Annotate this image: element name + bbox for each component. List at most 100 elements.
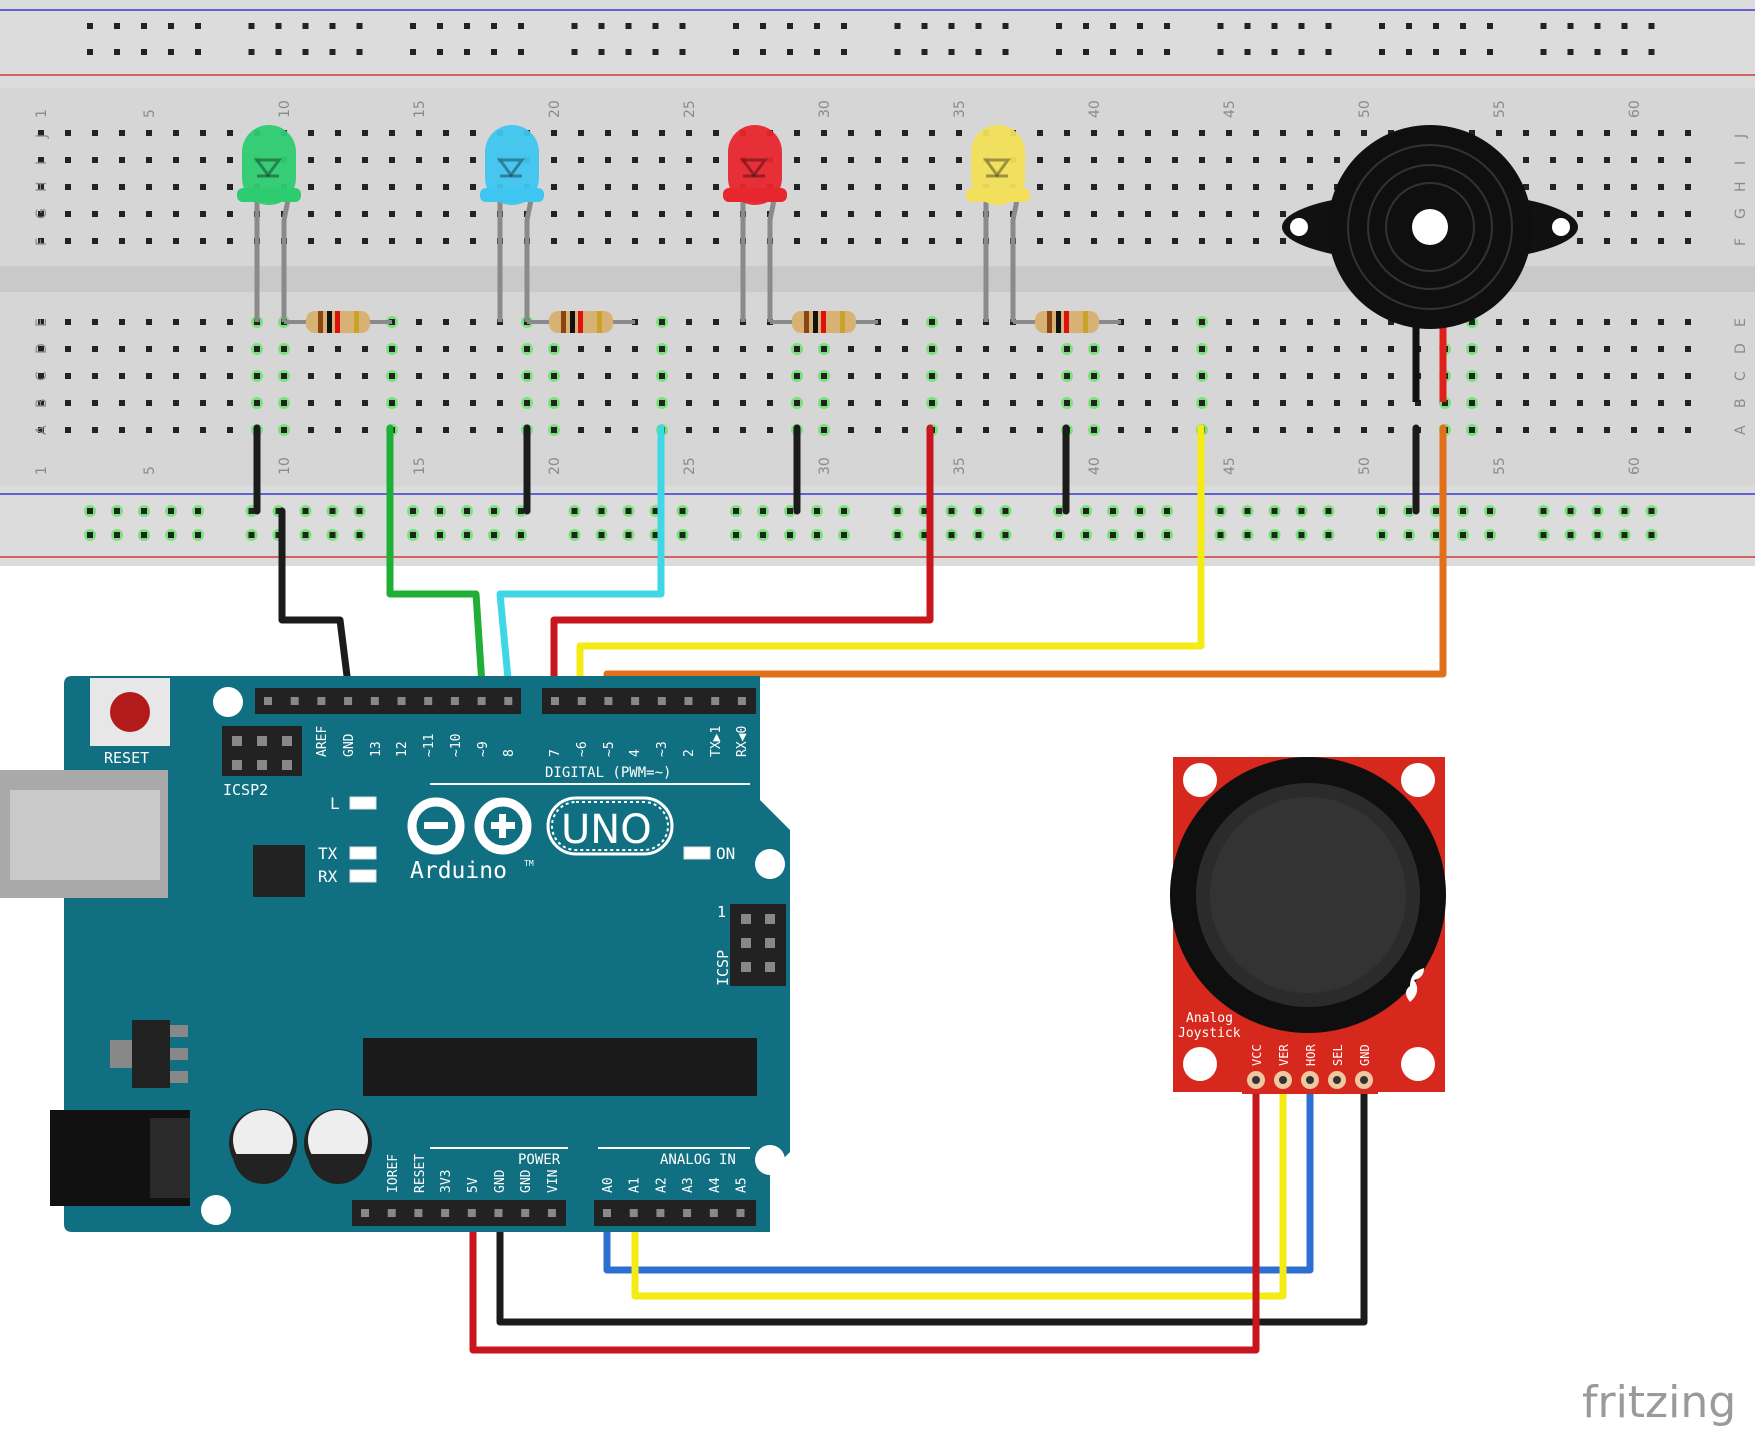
- column-number: 35: [952, 100, 968, 118]
- row-letter: C: [1733, 371, 1749, 381]
- column-number: 20: [547, 100, 563, 118]
- row-letter: D: [34, 343, 50, 354]
- column-number: 55: [1492, 457, 1508, 475]
- joystick-pin-label: HOR: [1304, 1044, 1318, 1066]
- arduino-logo: [407, 797, 532, 855]
- digital-pin-label: 2: [682, 749, 697, 757]
- uno-label: UNO: [561, 807, 652, 853]
- row-letter: F: [1733, 238, 1749, 246]
- analog-pin-label: A5: [735, 1177, 750, 1193]
- digital-pin-label: ~11: [422, 734, 437, 757]
- green-led: [237, 125, 301, 322]
- digital-pin-label: ~9: [476, 741, 491, 757]
- joystick-pin-label: VCC: [1250, 1044, 1264, 1066]
- joystick-pin-label: GND: [1358, 1044, 1372, 1066]
- icsp-label: ICSP: [714, 950, 732, 986]
- wire-green: [386, 424, 487, 704]
- usb-chip: [253, 845, 305, 897]
- column-number: 10: [277, 100, 293, 118]
- wire-red-led: [550, 424, 934, 704]
- power-pin-label: 5V: [466, 1177, 481, 1193]
- digital-pin-label: 8: [502, 749, 517, 757]
- blue-led: [480, 125, 544, 322]
- voltage-regulator: [132, 1020, 170, 1088]
- wire-cyan: [496, 424, 665, 704]
- digital-pin-label: 7: [548, 749, 563, 757]
- column-number: 15: [412, 100, 428, 118]
- analog-label: ANALOG IN: [660, 1152, 736, 1168]
- row-letter: H: [1733, 181, 1749, 192]
- row-letter: H: [34, 181, 50, 192]
- column-number: 15: [412, 457, 428, 475]
- digital-pin-label: 12: [395, 741, 410, 757]
- icsp2-label: ICSP2: [223, 781, 268, 799]
- column-number: 30: [817, 100, 833, 118]
- row-letter: B: [1733, 398, 1749, 408]
- resistor: [284, 311, 392, 333]
- power-header: [352, 1200, 566, 1226]
- column-number: 40: [1087, 457, 1103, 475]
- analog-pin-label: A1: [628, 1177, 643, 1193]
- column-number: 10: [277, 457, 293, 475]
- column-number: 35: [952, 457, 968, 475]
- reset-label: RESET: [104, 749, 149, 767]
- power-label: POWER: [518, 1152, 561, 1168]
- column-number: 1: [34, 109, 50, 118]
- row-letter: B: [34, 398, 50, 408]
- joystick-title-1: Analog: [1186, 1011, 1233, 1026]
- column-number: 5: [142, 109, 158, 118]
- row-letter: I: [1733, 161, 1749, 165]
- wire-yellow-led: [576, 424, 1205, 704]
- analog-pin-label: A3: [681, 1177, 696, 1193]
- digital-pin-label: ~6: [575, 741, 590, 757]
- row-letter: E: [1733, 318, 1749, 327]
- row-letter: E: [34, 318, 50, 327]
- analog-pin-label: A2: [654, 1177, 669, 1193]
- resistor: [770, 311, 878, 333]
- column-number: 45: [1222, 100, 1238, 118]
- reset-button: [110, 692, 150, 732]
- l-led-label: L: [330, 794, 340, 813]
- resistor: [527, 311, 635, 333]
- column-number: 40: [1087, 100, 1103, 118]
- column-number: 25: [682, 457, 698, 475]
- row-letter: F: [34, 238, 50, 246]
- digital-pin-label: ~3: [655, 741, 670, 757]
- rx-led-label: RX: [318, 867, 338, 886]
- yellow-led: [966, 125, 1030, 322]
- column-number: 25: [682, 100, 698, 118]
- power-pin-label: 3V3: [439, 1170, 454, 1193]
- column-number: 60: [1627, 457, 1643, 475]
- digital-pin-label: GND: [342, 733, 357, 757]
- digital-pin-label: 13: [369, 741, 384, 757]
- row-letter: J: [34, 134, 50, 139]
- arduino-brand: Arduino: [410, 858, 507, 884]
- column-number: 55: [1492, 100, 1508, 118]
- row-letter: D: [1733, 343, 1749, 354]
- wire-gnd-black: [278, 507, 354, 704]
- analog-pin-label: A0: [601, 1177, 616, 1193]
- main-chip: [363, 1038, 757, 1096]
- row-letter: G: [34, 208, 50, 219]
- wire-joy-black: [496, 1075, 1368, 1326]
- power-pin-label: VIN: [546, 1170, 561, 1193]
- icsp-pin1-label: 1: [717, 903, 726, 921]
- power-pin-label: GND: [493, 1169, 508, 1193]
- red-led: [723, 125, 787, 322]
- column-number: 50: [1357, 100, 1373, 118]
- wire-joy-red: [469, 1075, 1260, 1354]
- fritzing-watermark: fritzing: [1582, 1377, 1736, 1428]
- analog-pin-label: A4: [708, 1177, 723, 1193]
- joystick-pin-label: SEL: [1331, 1044, 1345, 1066]
- power-pin-label: RESET: [413, 1154, 428, 1193]
- digital-pin-label: RX◀0: [735, 726, 750, 757]
- digital-pin-label: AREF: [315, 726, 330, 757]
- analog-header: [594, 1200, 756, 1226]
- digital-pin-label: 4: [628, 749, 643, 757]
- column-number: 60: [1627, 100, 1643, 118]
- column-number: 30: [817, 457, 833, 475]
- arduino-uno: RESET ICSP2 L TX RX ON UNO Arduino TM DI…: [0, 676, 790, 1232]
- digital-pin-label: ~10: [449, 734, 464, 757]
